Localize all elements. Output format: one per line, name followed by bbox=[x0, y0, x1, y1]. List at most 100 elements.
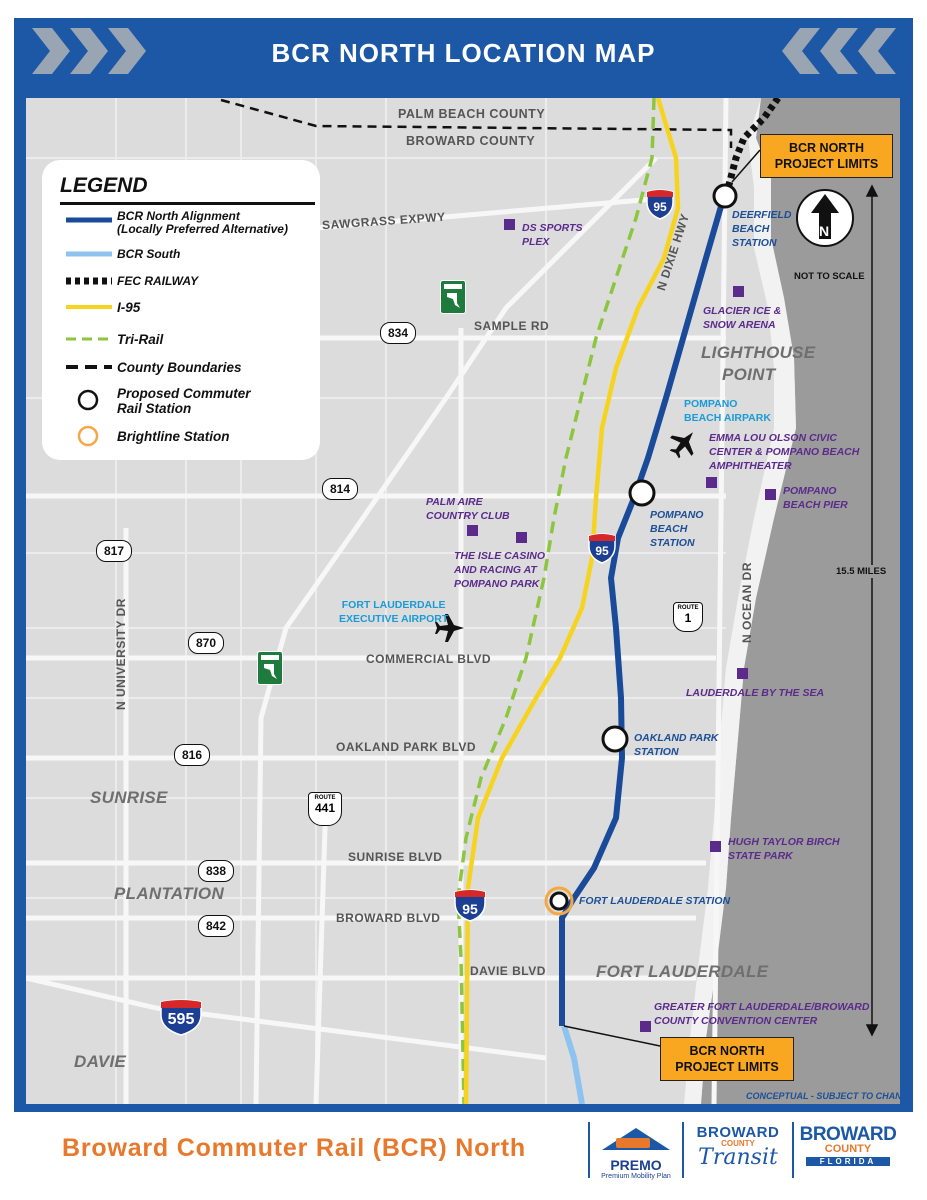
i95-shield-north: 95 bbox=[646, 188, 674, 220]
poi-label-pier: POMPANO BEACH PIER bbox=[783, 484, 848, 512]
poi-label-palmaire: PALM AIRE COUNTRY CLUB bbox=[426, 495, 510, 523]
ftl-exec-airport-icon bbox=[435, 614, 464, 642]
sr-834-shield: 834 bbox=[380, 322, 417, 344]
poi-marker-isle bbox=[516, 532, 527, 543]
pompano-airport-icon bbox=[669, 432, 694, 459]
road-label-sample: SAMPLE RD bbox=[474, 319, 550, 333]
disclaimer-text: CONCEPTUAL - SUBJECT TO CHANGE bbox=[746, 1091, 900, 1101]
legend-item-bcr-south: BCR South bbox=[117, 247, 181, 261]
broward-county-logo: BROWARD COUNTY FLORIDA bbox=[798, 1124, 898, 1186]
station-label-oakland: OAKLAND PARK STATION bbox=[634, 731, 718, 759]
ftl-brightline-station-marker bbox=[544, 886, 574, 916]
page-title: BCR NORTH LOCATION MAP bbox=[271, 38, 656, 68]
us-1-shield-number: 1 bbox=[684, 611, 692, 625]
poi-label-ds-1: DS SPORTS bbox=[522, 222, 583, 234]
legend-item-station-2: Rail Station bbox=[117, 401, 192, 416]
poi-label-emma-2: CENTER & POMPANO BEACH bbox=[709, 446, 860, 458]
legend-item-trirail: Tri-Rail bbox=[117, 332, 164, 347]
north-arrow: N bbox=[796, 185, 854, 263]
ocean-area bbox=[701, 98, 900, 1104]
station-label-oakland-2: STATION bbox=[634, 746, 679, 758]
bcf-logo-2: COUNTY bbox=[824, 1143, 872, 1155]
poi-label-conv-1: GREATER FORT LAUDERDALE/BROWARD bbox=[654, 1001, 870, 1013]
city-label-fort-lauderdale: FORT LAUDERDALE bbox=[596, 962, 769, 981]
city-label-plantation: PLANTATION bbox=[114, 884, 225, 903]
intracoastal-strip bbox=[684, 98, 796, 1104]
county-label-broward: BROWARD COUNTY bbox=[406, 134, 536, 148]
turnpike-shield-south bbox=[257, 651, 283, 685]
poi-label-hugh-1: HUGH TAYLOR BIRCH bbox=[728, 836, 840, 848]
callout-top-1: BCR NORTH bbox=[789, 141, 864, 155]
poi-label-lbts: LAUDERDALE BY THE SEA bbox=[686, 687, 825, 699]
i595-shield-number: 595 bbox=[167, 1011, 195, 1028]
bcf-logo-3: FLORIDA bbox=[806, 1157, 890, 1166]
station-label-oakland-1: OAKLAND PARK bbox=[634, 732, 719, 744]
station-label-pompano: POMPANO BEACH STATION bbox=[650, 508, 703, 550]
footer-divider-3 bbox=[792, 1122, 794, 1178]
legend-item-i95: I-95 bbox=[117, 300, 141, 315]
basemap-svg bbox=[26, 98, 900, 1104]
poi-label-palmaire-1: PALM AIRE bbox=[426, 496, 483, 508]
legend-item-bcr-north: BCR North Alignment (Locally Preferred A… bbox=[117, 210, 288, 236]
callout-bottom-2: PROJECT LIMITS bbox=[675, 1060, 779, 1074]
county-label-palm-beach: PALM BEACH COUNTY bbox=[398, 107, 546, 121]
bcf-logo-1: BROWARD bbox=[799, 1124, 897, 1145]
road-label-sunrise: SUNRISE BLVD bbox=[348, 850, 443, 864]
poi-label-hugh-2: STATE PARK bbox=[728, 850, 793, 862]
station-label-pompano-3: STATION bbox=[650, 537, 695, 549]
sr-838-shield: 838 bbox=[198, 860, 235, 882]
station-label-pompano-2: BEACH bbox=[650, 523, 688, 535]
scale-distance-label: 15.5 MILES bbox=[834, 565, 889, 578]
callout-top-2: PROJECT LIMITS bbox=[774, 157, 879, 171]
broward-transit-logo: BROWARD COUNTY Transit bbox=[688, 1124, 788, 1186]
poi-label-conv-2: COUNTY CONVENTION CENTER bbox=[654, 1015, 818, 1027]
north-arrow-letter: N bbox=[819, 223, 830, 239]
airport-label-ftlexec-2: EXECUTIVE AIRPORT bbox=[339, 613, 449, 625]
poi-label-emma-3: AMPHITHEATER bbox=[709, 460, 792, 472]
premo-logo-text: PREMO bbox=[610, 1157, 662, 1173]
poi-label-isle: THE ISLE CASINO AND RACING AT POMPANO PA… bbox=[454, 549, 545, 591]
poi-marker-palmaire bbox=[467, 525, 478, 536]
poi-marker-ds-sports bbox=[504, 219, 515, 230]
county-boundary-line bbox=[220, 98, 733, 148]
airport-label-ftlexec-1: FORT LAUDERDALE bbox=[341, 599, 446, 611]
i95-shield-south: 95 bbox=[454, 888, 486, 922]
station-label-deerfield: DEERFIELD BEACH STATION bbox=[732, 208, 792, 250]
not-to-scale-note: NOT TO SCALE bbox=[794, 271, 865, 282]
trirail-line bbox=[456, 98, 656, 1104]
i95-shield-north-number: 95 bbox=[653, 200, 667, 214]
poi-label-glacier-1: GLACIER ICE & bbox=[703, 305, 782, 317]
us-441-shield-number: 441 bbox=[314, 801, 336, 815]
poi-label-glacier: GLACIER ICE & SNOW ARENA bbox=[703, 304, 781, 332]
city-label-lighthouse-1: LIGHTHOUSE bbox=[701, 343, 816, 362]
legend-item-county: County Boundaries bbox=[117, 360, 242, 375]
left-chevrons-icon bbox=[32, 28, 146, 74]
road-label-ocean: N OCEAN DR bbox=[740, 561, 754, 643]
poi-label-hugh: HUGH TAYLOR BIRCH STATE PARK bbox=[728, 835, 840, 863]
map-header: BCR NORTH LOCATION MAP bbox=[14, 18, 913, 84]
legend-item-bcr-north-2: (Locally Preferred Alternative) bbox=[117, 222, 288, 236]
sr-842-shield: 842 bbox=[198, 915, 235, 937]
us-441-shield-top: ROUTE bbox=[314, 795, 336, 801]
footer: Broward Commuter Rail (BCR) North PREMO … bbox=[14, 1112, 913, 1186]
poi-label-glacier-2: SNOW ARENA bbox=[703, 319, 776, 331]
city-label-lighthouse-2: POINT bbox=[722, 365, 776, 384]
legend-title-rule bbox=[60, 202, 315, 205]
airport-label-pompano-1: POMPANO bbox=[684, 398, 738, 410]
bct-logo-1: BROWARD bbox=[696, 1124, 780, 1141]
poi-label-pier-1: POMPANO bbox=[783, 485, 837, 497]
i595-shield: 595 bbox=[160, 998, 202, 1036]
poi-label-isle-1: THE ISLE CASINO bbox=[454, 550, 546, 562]
turnpike-shield-north bbox=[440, 280, 466, 314]
i95-shield-mid: 95 bbox=[588, 532, 616, 564]
legend-title: LEGEND bbox=[60, 174, 148, 197]
callout-top-leader bbox=[731, 149, 761, 183]
pompano-station-marker bbox=[628, 479, 656, 507]
road-label-commercial: COMMERCIAL BLVD bbox=[366, 652, 492, 666]
legend-item-brightline: Brightline Station bbox=[117, 429, 230, 444]
legend-item-bcr-north-1: BCR North Alignment bbox=[117, 209, 240, 223]
poi-label-palmaire-2: COUNTRY CLUB bbox=[426, 510, 510, 522]
road-label-broward: BROWARD BLVD bbox=[336, 911, 441, 925]
station-label-pompano-1: POMPANO bbox=[650, 509, 704, 521]
ftl-station-marker bbox=[549, 891, 569, 911]
